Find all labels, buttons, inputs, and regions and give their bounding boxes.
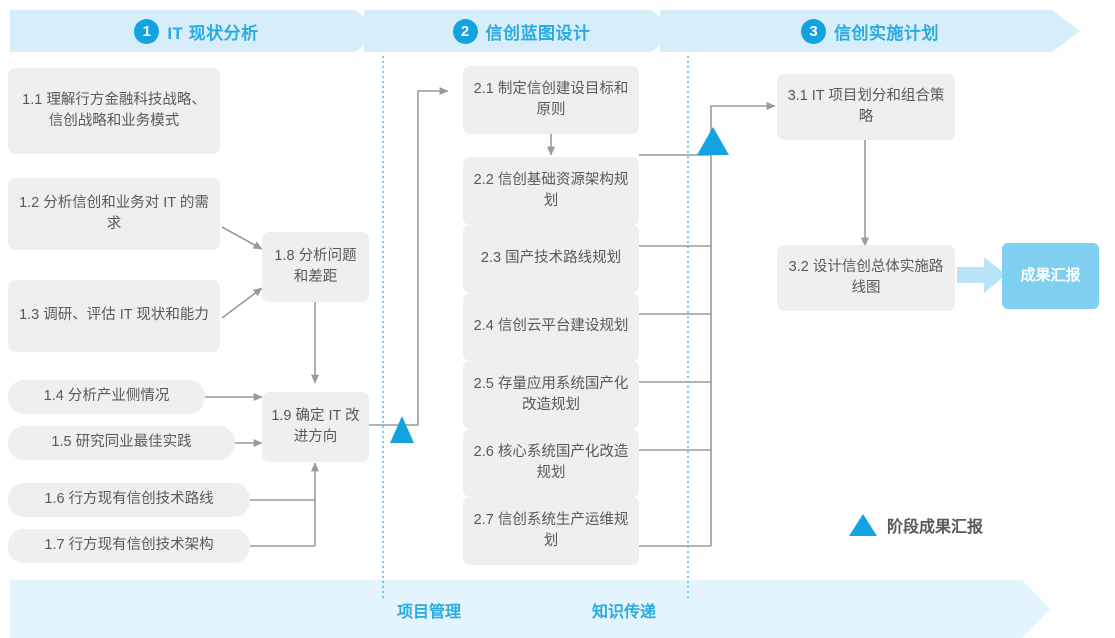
phase-number-3: 3: [801, 18, 826, 44]
phase-title-1: IT 现状分析: [167, 23, 259, 43]
process-box-2-4[interactable]: 2.4 信创云平台建设规划: [463, 293, 639, 361]
phase-number-2: 2: [452, 18, 478, 44]
process-box-1-2[interactable]: 1.2 分析信创和业务对 IT 的需求: [8, 178, 220, 250]
process-box-1-6[interactable]: 1.6 行方现有信创技术路线: [8, 483, 250, 517]
process-box-1-1[interactable]: 1.1 理解行方金融科技战略、信创战略和业务模式: [8, 68, 220, 154]
process-box-3-1[interactable]: 3.1 IT 项目划分和组合策略: [777, 74, 955, 140]
process-box-2-7[interactable]: 2.7 信创系统生产运维规划: [463, 497, 639, 565]
process-box-1-9[interactable]: 1.9 确定 IT 改进方向: [262, 392, 369, 462]
phase-title-2: 信创蓝图设计: [485, 23, 591, 43]
footer-label-project-management: 项目管理: [397, 604, 462, 621]
phase-header-1: 1 IT 现状分析: [10, 10, 383, 52]
process-box-1-8[interactable]: 1.8 分析问题和差距: [262, 232, 369, 302]
footer-band: [10, 580, 1050, 638]
process-box-2-5[interactable]: 2.5 存量应用系统国产化改造规划: [463, 361, 639, 429]
connector-bus-right-to-3-1: [710, 102, 776, 546]
process-box-2-3[interactable]: 2.3 国产技术路线规划: [463, 225, 639, 293]
process-box-2-6[interactable]: 2.6 核心系统国产化改造规划: [463, 429, 639, 497]
process-box-1-7[interactable]: 1.7 行方现有信创技术架构: [8, 529, 250, 563]
process-box-1-5[interactable]: 1.5 研究同业最佳实践: [8, 426, 235, 460]
phase-number-1: 1: [134, 18, 160, 44]
footer-label-knowledge-transfer: 知识传递: [592, 604, 657, 621]
connector-1-3-to-1-8: [221, 287, 263, 319]
triangle-icon: [849, 514, 877, 536]
arrow-3-2-to-deliverable: [957, 257, 1006, 293]
process-box-1-4[interactable]: 1.4 分析产业侧情况: [8, 380, 205, 414]
phase-title-3: 信创实施计划: [834, 23, 939, 43]
legend-milestone-label: 阶段成果汇报: [887, 519, 984, 536]
connector-1-2-to-1-8: [221, 226, 263, 250]
process-box-1-3[interactable]: 1.3 调研、评估 IT 现状和能力: [8, 280, 220, 352]
deliverable-box[interactable]: 成果汇报: [1002, 243, 1099, 309]
milestone-triangle-phase2: [697, 127, 729, 155]
legend-milestone: 阶段成果汇报: [849, 513, 983, 537]
milestone-triangle-phase1: [390, 416, 414, 443]
connector-1-9-to-2-1: [369, 87, 449, 426]
phase-header-3: 3 信创实施计划: [660, 10, 1080, 52]
process-box-3-2[interactable]: 3.2 设计信创总体实施路线图: [777, 245, 955, 311]
process-box-2-1[interactable]: 2.1 制定信创建设目标和原则: [463, 66, 639, 134]
process-box-2-2[interactable]: 2.2 信创基础资源架构规划: [463, 157, 639, 225]
phase-header-2: 2 信创蓝图设计: [364, 10, 679, 52]
